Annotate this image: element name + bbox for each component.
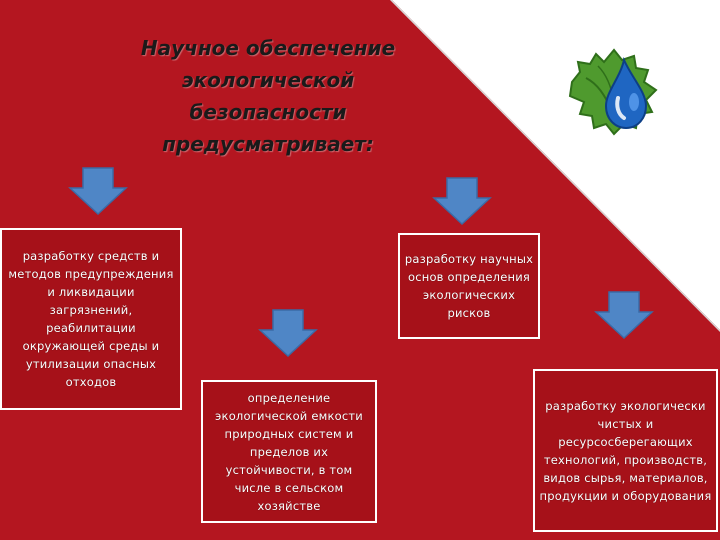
- item-text: разработку экологически чистых и ресурсо…: [539, 398, 712, 503]
- item-box-1: разработку средств и методов предупрежде…: [0, 228, 182, 410]
- item-text: разработку средств и методов предупрежде…: [8, 249, 174, 389]
- item-box-4: разработку экологически чистых и ресурсо…: [533, 369, 718, 532]
- item-text: разработку научных основ определения эко…: [404, 252, 534, 320]
- item-box-3: разработку научных основ определения эко…: [398, 233, 540, 339]
- item-text: определение экологической емкости природ…: [215, 390, 363, 513]
- down-arrow-icon: [594, 290, 654, 340]
- slide-title: Научное обеспечение экологической безопа…: [140, 36, 396, 156]
- down-arrow-icon: [258, 308, 318, 358]
- leaf-water-drop-icon: [562, 42, 666, 138]
- down-arrow-icon: [68, 166, 128, 216]
- item-box-2: определение экологической емкости природ…: [201, 380, 377, 523]
- down-arrow-icon: [432, 176, 492, 226]
